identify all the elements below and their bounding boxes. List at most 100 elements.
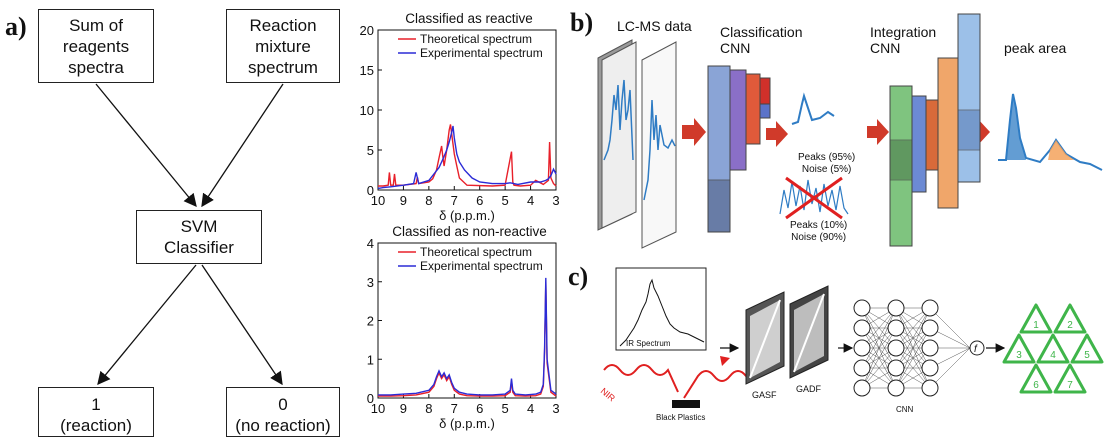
cnn-node xyxy=(853,339,871,357)
cnn-edge xyxy=(861,347,897,389)
gadf-image xyxy=(789,285,829,379)
classification-cnn-label: Classification CNN xyxy=(720,24,803,56)
cnn-edge xyxy=(929,347,971,389)
peak-area-label: peak area xyxy=(1004,40,1067,56)
series-line-experimental xyxy=(378,277,557,396)
gasf-label: GASF xyxy=(752,390,777,400)
x-tick-label: 8 xyxy=(425,401,432,416)
cnn-edge xyxy=(895,327,931,389)
recycle-code-label: 4 xyxy=(1050,350,1056,361)
cnn-node xyxy=(853,299,871,317)
y-tick-label: 2 xyxy=(367,314,374,329)
cnn-edge xyxy=(929,307,971,349)
panel-c-label: c) xyxy=(568,262,589,291)
cnn-node xyxy=(921,299,939,317)
x-tick-label: 7 xyxy=(451,401,458,416)
reject-cross-b xyxy=(785,176,843,220)
lcms-label: LC-MS data xyxy=(617,18,692,34)
y-tick-label: 15 xyxy=(360,63,374,78)
cnn-edge xyxy=(895,307,931,349)
nir-reflected-wave xyxy=(683,361,755,399)
recycle-triangle-icon xyxy=(1070,333,1104,364)
x-axis-label: δ (p.p.m.) xyxy=(439,208,495,223)
x-tick-label: 10 xyxy=(371,193,385,208)
peak-area-fill-2 xyxy=(1048,140,1074,160)
peak-area-fill-1 xyxy=(1006,94,1026,160)
series-line-theoretical xyxy=(378,124,557,187)
y-tick-label: 0 xyxy=(367,183,374,198)
cnn-edge xyxy=(861,307,897,369)
ir-spectrum-trace xyxy=(619,278,705,347)
series-line-experimental xyxy=(377,125,557,190)
recycle-triangle-icon xyxy=(1053,363,1087,394)
cnn-node xyxy=(887,319,905,337)
cnn-node xyxy=(921,339,939,357)
panel-c-pipeline: IR Spectrum NIR Black Plastics GASF GADF… xyxy=(599,267,1104,422)
x-tick-label: 6 xyxy=(476,193,483,208)
recycle-triangle-icon xyxy=(1053,303,1087,334)
peak-area-trace xyxy=(998,93,1103,171)
svm-classifier-box: SVM Classifier xyxy=(136,210,262,264)
black-plastics-sample xyxy=(672,400,700,408)
x-tick-label: 9 xyxy=(400,193,407,208)
recycle-code-label: 6 xyxy=(1033,380,1039,391)
panel-a-flow-arrows xyxy=(95,83,284,386)
cnn-node xyxy=(921,319,939,337)
y-tick-label: 5 xyxy=(367,143,374,158)
x-tick-label: 3 xyxy=(552,401,559,416)
ir-spectrum-label: IR Spectrum xyxy=(626,339,671,348)
cnn-node xyxy=(887,299,905,317)
nir-label: NIR xyxy=(599,386,618,404)
cnn-edge xyxy=(895,307,931,389)
gasf-image xyxy=(745,291,785,385)
no-reaction-output-box: 0 (no reaction) xyxy=(226,387,340,437)
x-tick-label: 8 xyxy=(425,193,432,208)
cnn-node xyxy=(887,379,905,397)
legend-entry: Theoretical spectrum xyxy=(420,245,532,259)
cnn-edge xyxy=(861,327,897,389)
x-tick-label: 6 xyxy=(476,401,483,416)
recycle-triangle-icon xyxy=(1019,363,1053,394)
x-tick-label: 5 xyxy=(502,401,509,416)
arrow-svm-to-zero xyxy=(201,264,283,386)
recycle-triangle-icon xyxy=(1036,333,1070,364)
x-tick-label: 10 xyxy=(371,401,385,416)
nir-incoming-wave xyxy=(603,364,679,393)
y-tick-label: 3 xyxy=(367,275,374,290)
x-axis-label: δ (p.p.m.) xyxy=(439,416,495,431)
peaks-bad-label: Peaks (10%) Noise (90%) xyxy=(790,220,848,243)
cnn-edge xyxy=(895,347,931,389)
arrow-lcms-to-cnn xyxy=(682,118,706,146)
panel-a-label: a) xyxy=(5,12,27,41)
gadf-label: GADF xyxy=(796,384,822,394)
x-tick-label: 9 xyxy=(400,401,407,416)
reaction-mixture-box: Reaction mixture spectrum xyxy=(226,9,340,83)
y-tick-label: 1 xyxy=(367,352,374,367)
cnn-edge xyxy=(895,307,931,369)
cnn-edge xyxy=(861,307,897,349)
arrow-peaks-to-integration xyxy=(867,119,889,145)
f-label: f xyxy=(974,344,978,355)
series-line-theoretical xyxy=(378,281,557,397)
y-tick-label: 4 xyxy=(367,239,374,251)
arrow-cnn-to-peaks xyxy=(766,121,788,147)
recycle-triangle-icon xyxy=(1002,333,1036,364)
classification-cnn-blocks xyxy=(707,65,771,233)
x-tick-label: 7 xyxy=(451,193,458,208)
x-tick-label: 4 xyxy=(527,193,534,208)
recycle-code-label: 7 xyxy=(1067,380,1073,391)
arrow-reagents-to-svm xyxy=(95,83,197,208)
x-tick-label: 5 xyxy=(502,193,509,208)
y-tick-label: 0 xyxy=(367,391,374,406)
legend-entry: Theoretical spectrum xyxy=(420,32,532,46)
cnn-network xyxy=(838,299,971,397)
x-tick-label: 3 xyxy=(552,193,559,208)
recycle-code-label: 2 xyxy=(1067,320,1073,331)
recycle-code-label: 5 xyxy=(1084,350,1090,361)
cnn-edge xyxy=(861,307,897,389)
legend-entry: Experimental spectrum xyxy=(420,259,543,273)
recycle-code-label: 3 xyxy=(1016,350,1022,361)
